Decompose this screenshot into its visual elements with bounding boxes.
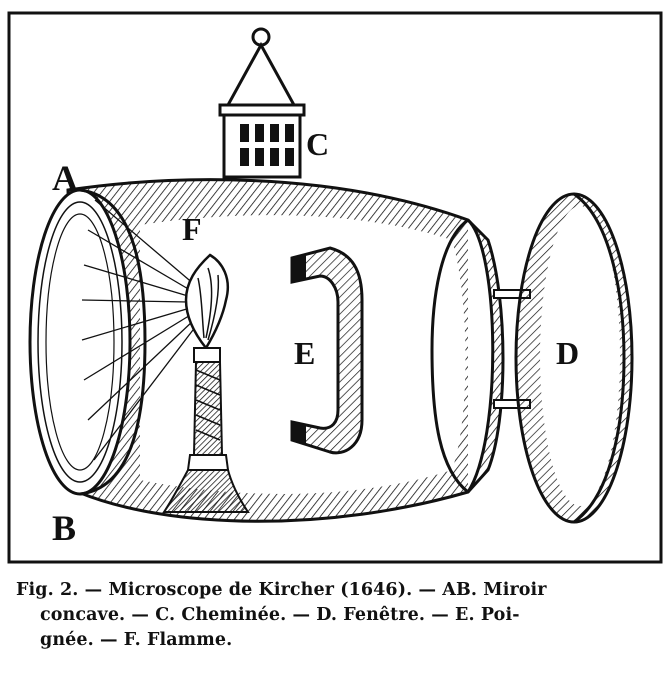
caption-line-3: gnée. — F. Flamme. [40, 630, 233, 650]
caption-line-1: Fig. 2. — Microscope de Kircher (1646). … [16, 580, 547, 600]
candlestick [162, 347, 250, 513]
concave-mirror [28, 188, 197, 496]
label-C: C [306, 126, 329, 162]
label-E: E [294, 335, 315, 371]
handle [290, 246, 364, 455]
chimney [218, 27, 306, 179]
caption-line-2: concave. — C. Cheminée. — D. Fenêtre. — … [40, 605, 520, 625]
label-D: D [556, 335, 579, 371]
kircher-microscope-diagram: A B C D E F [7, 11, 663, 564]
window [493, 192, 634, 524]
label-F: F [182, 211, 202, 247]
figure-caption: Fig. 2. — Microscope de Kircher (1646). … [16, 578, 656, 653]
figure-frame [7, 11, 663, 564]
flame [184, 253, 229, 351]
label-A: A [52, 158, 78, 198]
label-B: B [52, 508, 76, 548]
